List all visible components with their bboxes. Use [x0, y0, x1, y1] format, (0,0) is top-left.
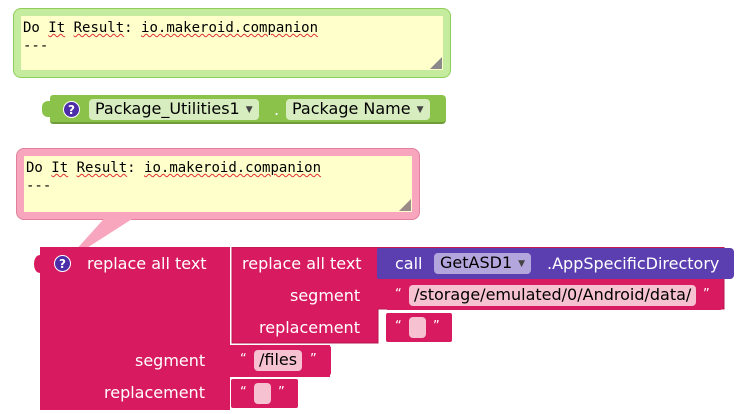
- segment-value-files[interactable]: /files: [254, 350, 303, 371]
- chevron-down-icon: ▼: [416, 105, 424, 115]
- comment-line-1: Do It Result: io.makeroid.companion: [23, 20, 319, 36]
- segment-label: segment: [290, 286, 361, 305]
- resize-handle-icon[interactable]: [430, 57, 442, 69]
- close-quote: ”: [703, 287, 710, 302]
- help-icon[interactable]: ?: [63, 101, 80, 118]
- replace-all-text-label: replace all text: [87, 254, 207, 273]
- comment-text-area[interactable]: Do It Result: io.makeroid.companion ---: [24, 156, 412, 212]
- chevron-down-icon: ▼: [518, 259, 526, 269]
- component-dropdown[interactable]: Package_Utilities1▼: [89, 99, 259, 120]
- comment-bubble-green[interactable]: Do It Result: io.makeroid.companion ---: [13, 8, 451, 78]
- segment-value-storage[interactable]: /storage/emulated/0/Android/data/: [409, 285, 697, 306]
- chevron-down-icon: ▼: [245, 105, 253, 115]
- close-quote: ”: [278, 385, 285, 400]
- comment-line-2: ---: [23, 38, 49, 54]
- dot-separator: .: [274, 100, 280, 119]
- close-quote: ”: [310, 352, 317, 367]
- comment-text-area[interactable]: Do It Result: io.makeroid.companion ---: [21, 16, 443, 70]
- getasd1-dropdown[interactable]: GetASD1▼: [434, 253, 532, 274]
- resize-handle-icon[interactable]: [399, 199, 411, 211]
- comment-bubble-pink[interactable]: Do It Result: io.makeroid.companion ---: [16, 148, 420, 220]
- open-quote: “: [395, 319, 402, 334]
- replacement-label: replacement: [104, 383, 205, 402]
- comment-line-1: Do It Result: io.makeroid.companion: [26, 160, 322, 176]
- output-plug-icon: [42, 101, 51, 117]
- open-quote: “: [240, 352, 247, 367]
- help-icon[interactable]: ?: [54, 255, 71, 272]
- open-quote: “: [240, 385, 247, 400]
- replacement-value-space[interactable]: [409, 317, 426, 338]
- replacement-label: replacement: [259, 318, 360, 337]
- method-name: .AppSpecificDirectory: [547, 254, 720, 273]
- property-dropdown[interactable]: Package Name▼: [286, 99, 430, 120]
- open-quote: “: [395, 287, 402, 302]
- replace-all-text-label: replace all text: [242, 254, 362, 273]
- close-quote: ”: [433, 319, 440, 334]
- comment-line-2: ---: [26, 178, 52, 194]
- segment-label: segment: [135, 351, 206, 370]
- call-label: call: [395, 254, 423, 273]
- replacement-value-space[interactable]: [254, 383, 271, 404]
